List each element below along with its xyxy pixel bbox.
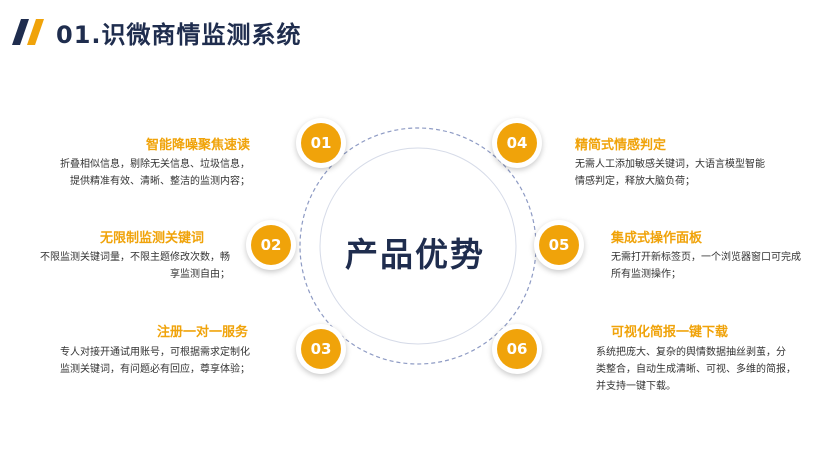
feature-04-title: 精简式情感判定 [575, 138, 667, 153]
badge-02-number: 02 [251, 225, 291, 265]
badge-06-number: 06 [497, 329, 537, 369]
badge-05-number: 05 [539, 225, 579, 265]
badge-06: 06 [492, 324, 542, 374]
page-title: 01.识微商情监测系统 [12, 12, 302, 52]
feature-03-title: 注册一对一服务 [156, 325, 248, 340]
feature-06-title: 可视化简报一键下载 [611, 325, 729, 340]
feature-01-title: 智能降噪聚焦速读 [145, 138, 250, 153]
feature-02-title: 无限制监测关键词 [99, 231, 204, 246]
feature-04-description: 无需人工添加敏感关键词，大语言模型智能 情感判定，释放大脑负荷； [575, 159, 765, 187]
feature-02-description: 不限监测关键词量，不限主题修改次数，畅 享监测自由； [40, 252, 230, 280]
feature-05-description: 无需打开新标签页，一个浏览器窗口可完成 所有监测操作； [611, 252, 801, 280]
page-title-text: 01.识微商情监测系统 [56, 20, 302, 49]
badge-04-number: 04 [497, 123, 537, 163]
feature-03-description: 专人对接开通试用账号，可根据需求定制化 监测关键词，有问题必有回应，尊享体验； [60, 347, 250, 375]
badge-05: 05 [534, 220, 584, 270]
feature-05-title: 集成式操作面板 [611, 231, 703, 246]
badge-01: 01 [296, 118, 346, 168]
badge-03-number: 03 [301, 329, 341, 369]
slash-logo-icon [12, 19, 44, 45]
badge-01-number: 01 [301, 123, 341, 163]
badge-02: 02 [246, 220, 296, 270]
badge-03: 03 [296, 324, 346, 374]
feature-06-description: 系统把庞大、复杂的舆情数据抽丝剥茧，分 类整合，自动生成清晰、可视、多维的简报，… [596, 347, 796, 392]
center-title: 产品优势 [345, 235, 485, 274]
badge-04: 04 [492, 118, 542, 168]
feature-01-description: 折叠相似信息，剔除无关信息、垃圾信息， 提供精准有效、清晰、整洁的监测内容； [60, 159, 250, 187]
